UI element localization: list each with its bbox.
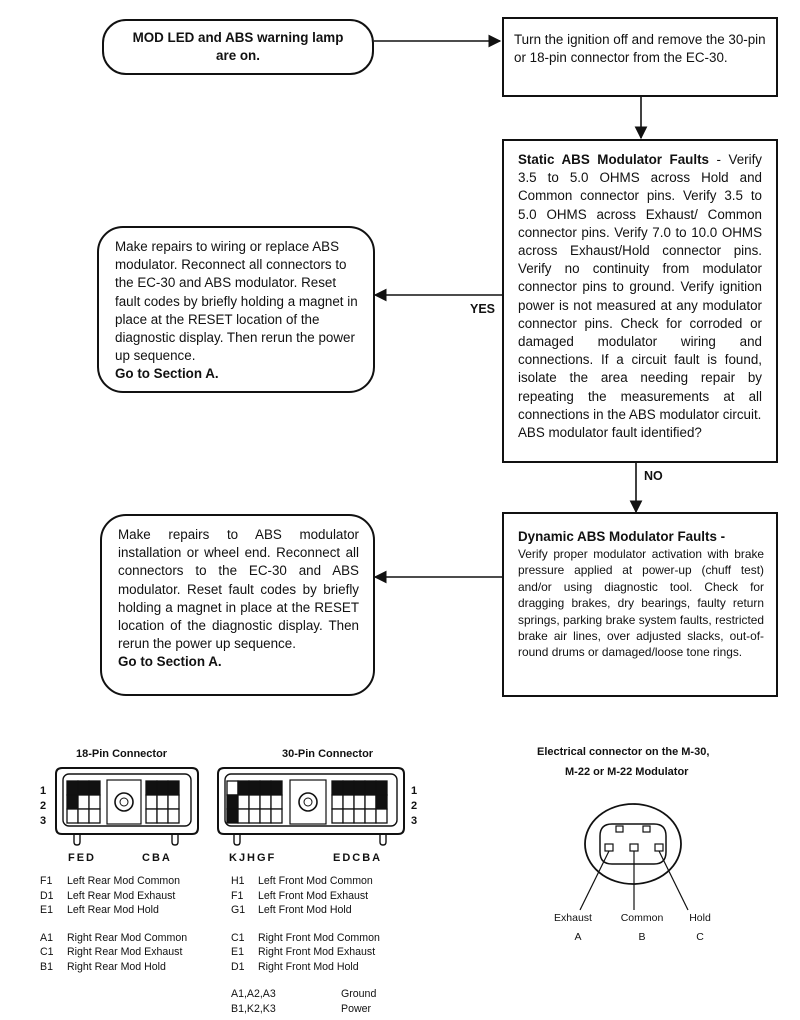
start-text: MOD LED and ABS warning lamp are on. [132, 30, 344, 63]
repair1-box: Make repairs to wiring or replace ABS mo… [97, 226, 375, 393]
modulator-pin-a-letter: A [574, 931, 582, 943]
pin30-row-2: 2 [411, 800, 418, 812]
yes-label: YES [470, 302, 496, 316]
modulator-title-line2: M-22 or M-22 Modulator [565, 766, 689, 778]
pin30-row-1: 1 [411, 785, 418, 797]
repair2-box: Make repairs to ABS modulator installati… [100, 514, 375, 696]
modulator-pin-exhaust-name: Exhaust [554, 912, 592, 924]
pin18-row-2: 2 [40, 800, 47, 812]
pin18-title: 18-Pin Connector [76, 748, 168, 760]
static-faults-question: ABS modulator fault identified? [518, 425, 702, 441]
step1-text: Turn the ignition off and remove the 30-… [514, 32, 766, 66]
static-faults-title: Static ABS Modulator Faults [518, 152, 709, 167]
static-faults-box: Static ABS Modulator Faults - Verify 3.5… [502, 139, 778, 463]
dynamic-faults-box: Dynamic ABS Modulator Faults - Verify pr… [502, 512, 778, 697]
pin30-connector-diagram [217, 767, 405, 846]
modulator-pin-b-letter: B [638, 931, 646, 943]
pin18-row-3: 3 [40, 815, 47, 827]
repair2-goto: Go to Section A. [118, 654, 222, 670]
no-label: NO [644, 469, 663, 483]
repair1-text: Make repairs to wiring or replace ABS mo… [115, 239, 358, 364]
static-faults-body: - Verify 3.5 to 5.0 OHMS across Hold and… [518, 152, 762, 422]
repair2-text: Make repairs to ABS modulator installati… [118, 527, 359, 652]
dynamic-faults-body: Verify proper modulator activation with … [518, 547, 764, 660]
pin30-letters-left: KJHGF [229, 852, 277, 864]
pin18-letters-left: FED [68, 852, 96, 864]
pin18-row-1: 1 [40, 785, 47, 797]
pin30-letters-right: EDCBA [333, 852, 383, 864]
pin30-row-3: 3 [411, 815, 418, 827]
start-box: MOD LED and ABS warning lamp are on. [102, 19, 374, 75]
repair1-goto: Go to Section A. [115, 366, 219, 382]
pin18-letters-right: CBA [142, 852, 172, 864]
modulator-pin-c-letter: C [696, 931, 704, 943]
step1-box: Turn the ignition off and remove the 30-… [502, 17, 778, 97]
modulator-pin-hold-name: Hold [689, 912, 711, 924]
dynamic-faults-title: Dynamic ABS Modulator Faults - [518, 529, 726, 544]
pin18-connector-diagram [55, 767, 199, 846]
pin30-title: 30-Pin Connector [282, 748, 374, 760]
modulator-title-line1: Electrical connector on the M-30, [537, 746, 710, 758]
modulator-pin-common-name: Common [620, 912, 664, 924]
modulator-connector-diagram [579, 803, 689, 911]
